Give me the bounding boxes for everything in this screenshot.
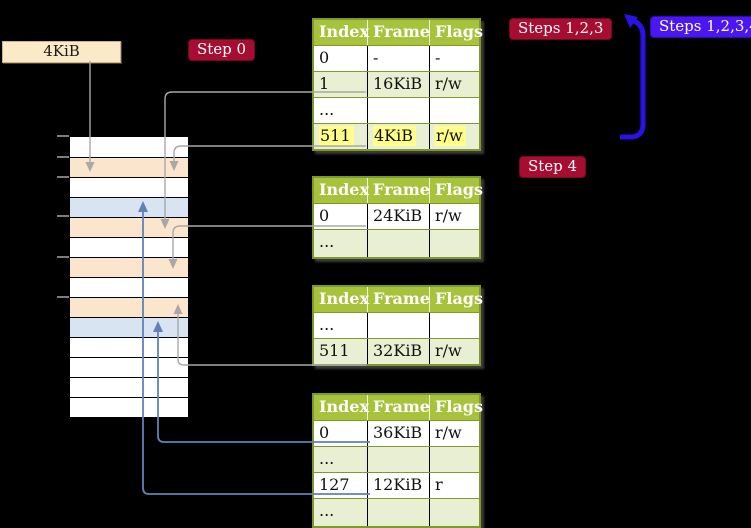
column-header: Index: [314, 287, 369, 312]
page-table-l4: Index Frame Flags 0 - - 1 16KiB r/w ... …: [312, 18, 483, 151]
table-row: ...: [314, 498, 479, 526]
address-tick: [57, 135, 69, 137]
column-header: Index: [314, 20, 369, 45]
column-header: Flags: [435, 180, 483, 199]
memory-frame-row: [70, 317, 188, 337]
memory-frame-row: [70, 157, 188, 177]
memory-frame-row: [70, 237, 188, 257]
column-header: Index: [314, 178, 369, 203]
column-header: Flags: [435, 397, 483, 416]
memory-frame-row: [70, 357, 188, 377]
page-table-l1: Index Frame Flags 0 36KiB r/w ... 127 12…: [312, 393, 483, 528]
memory-frame-row: [70, 397, 188, 417]
memory-frame-row: [70, 137, 188, 157]
column-header: Flags: [435, 289, 483, 308]
physical-memory-column: [68, 135, 190, 417]
table-row: 0 24KiB r/w: [314, 203, 479, 229]
address-tick: [57, 176, 69, 178]
memory-frame-row: [70, 197, 188, 217]
table-row: ...: [314, 97, 479, 123]
page-table-l2: Index Frame Flags ... 511 32KiB r/w: [312, 285, 483, 366]
column-header: Flags: [435, 22, 483, 41]
recursive-loop-arrow: [620, 14, 646, 140]
table-row: ...: [314, 229, 479, 257]
cr3-frame-label: 4KiB: [2, 41, 121, 63]
steps-123-badge: Steps 1,2,3: [509, 18, 613, 40]
table-row-highlighted: 511 4KiB r/w: [314, 123, 479, 149]
table-row: 0 36KiB r/w: [314, 420, 479, 446]
address-tick: [57, 215, 69, 217]
memory-frame-row: [70, 257, 188, 277]
step-0-badge: Step 0: [188, 39, 256, 61]
table-row: 1 16KiB r/w: [314, 71, 479, 97]
memory-frame-row: [70, 217, 188, 237]
address-tick: [57, 296, 69, 298]
table-row: 511 32KiB r/w: [314, 338, 479, 364]
column-header: Frame: [368, 287, 430, 312]
address-tick: [57, 156, 69, 158]
table-row: 127 12KiB r: [314, 472, 479, 498]
column-header: Index: [314, 395, 369, 420]
memory-frame-row: [70, 277, 188, 297]
table-row: ...: [314, 312, 479, 338]
steps-1234-badge: Steps 1,2,3,4: [650, 16, 751, 38]
address-tick: [57, 256, 69, 258]
table-row: ...: [314, 446, 479, 472]
memory-frame-row: [70, 377, 188, 397]
column-header: Frame: [368, 20, 430, 45]
table-row: 0 - -: [314, 45, 479, 71]
page-table-l3: Index Frame Flags 0 24KiB r/w ...: [312, 176, 483, 259]
memory-frame-row: [70, 297, 188, 317]
step-4-badge: Step 4: [519, 156, 587, 178]
column-header: Frame: [368, 178, 430, 203]
column-header: Frame: [368, 395, 430, 420]
memory-frame-row: [70, 337, 188, 357]
memory-frame-row: [70, 177, 188, 197]
